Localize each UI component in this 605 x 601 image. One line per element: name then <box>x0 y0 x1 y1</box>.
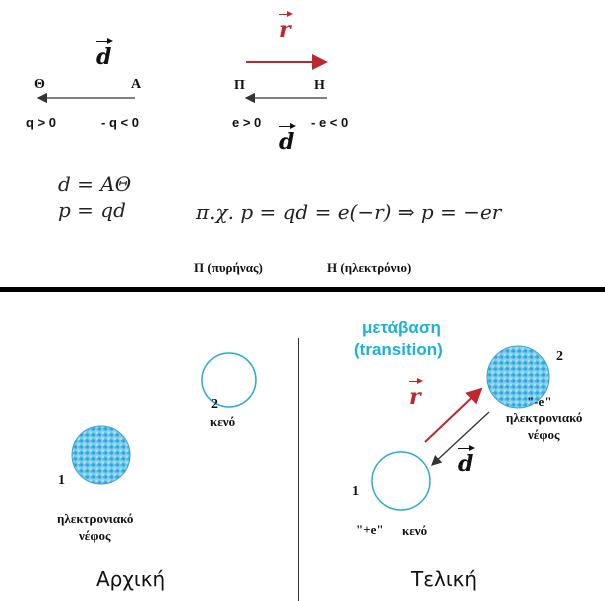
equation-p-definition: p = qd <box>58 198 126 222</box>
point-theta: Θ <box>34 77 45 93</box>
caption-final: Τελική <box>411 567 477 591</box>
point-a: A <box>131 77 141 93</box>
vertical-divider <box>298 338 299 601</box>
state2-number-initial: 2 <box>211 397 218 413</box>
vec-r-label-bottom: r <box>409 384 421 410</box>
legend-nucleus: Π (πυρήνας) <box>194 260 263 276</box>
point-pi: Π <box>234 78 245 94</box>
legend-electron: H (ηλεκτρόνιο) <box>327 260 411 276</box>
state2-label-line1-final: ηλεκτρονιακό <box>506 410 582 426</box>
empty-orbit-1-final <box>372 452 430 510</box>
equation-d-definition: d = AΘ <box>58 172 131 196</box>
charge-e-positive: e > 0 <box>232 115 261 130</box>
horizontal-divider <box>0 287 605 292</box>
transition-subtitle: (transition) <box>354 340 443 360</box>
state1-label-line2-initial: νέφος <box>79 528 110 544</box>
state1-label-line1-initial: ηλεκτρονιακό <box>57 511 133 527</box>
vec-d-label-right: d <box>279 129 294 155</box>
transition-title: μετάβαση <box>362 318 441 338</box>
state2-number-final: 2 <box>556 349 563 365</box>
vec-r-label-top: r <box>279 17 291 43</box>
state2-charge-final: "-e" <box>527 394 552 410</box>
caption-initial: Αρχική <box>96 567 165 591</box>
state2-label-line2-final: νέφος <box>528 427 559 443</box>
state2-label-initial: κενό <box>210 414 235 430</box>
charge-q-positive: q > 0 <box>26 115 56 130</box>
vec-d-label-bottom: d <box>458 451 473 477</box>
state1-charge-final: "+e" <box>356 522 384 538</box>
state1-number-final: 1 <box>352 484 359 500</box>
red-arrow-r-bottom <box>425 389 481 442</box>
electron-cloud-1-initial <box>72 426 130 484</box>
equation-example: π.χ. p = qd = e(−r) ⇒ p = −er <box>196 200 501 224</box>
state1-number-initial: 1 <box>58 473 65 489</box>
point-h: H <box>314 78 325 94</box>
vec-d-label-left: d <box>96 44 111 70</box>
charge-e-negative: - e < 0 <box>311 115 348 130</box>
charge-q-negative: - q < 0 <box>101 115 139 130</box>
state1-label-final: κενό <box>402 523 427 539</box>
